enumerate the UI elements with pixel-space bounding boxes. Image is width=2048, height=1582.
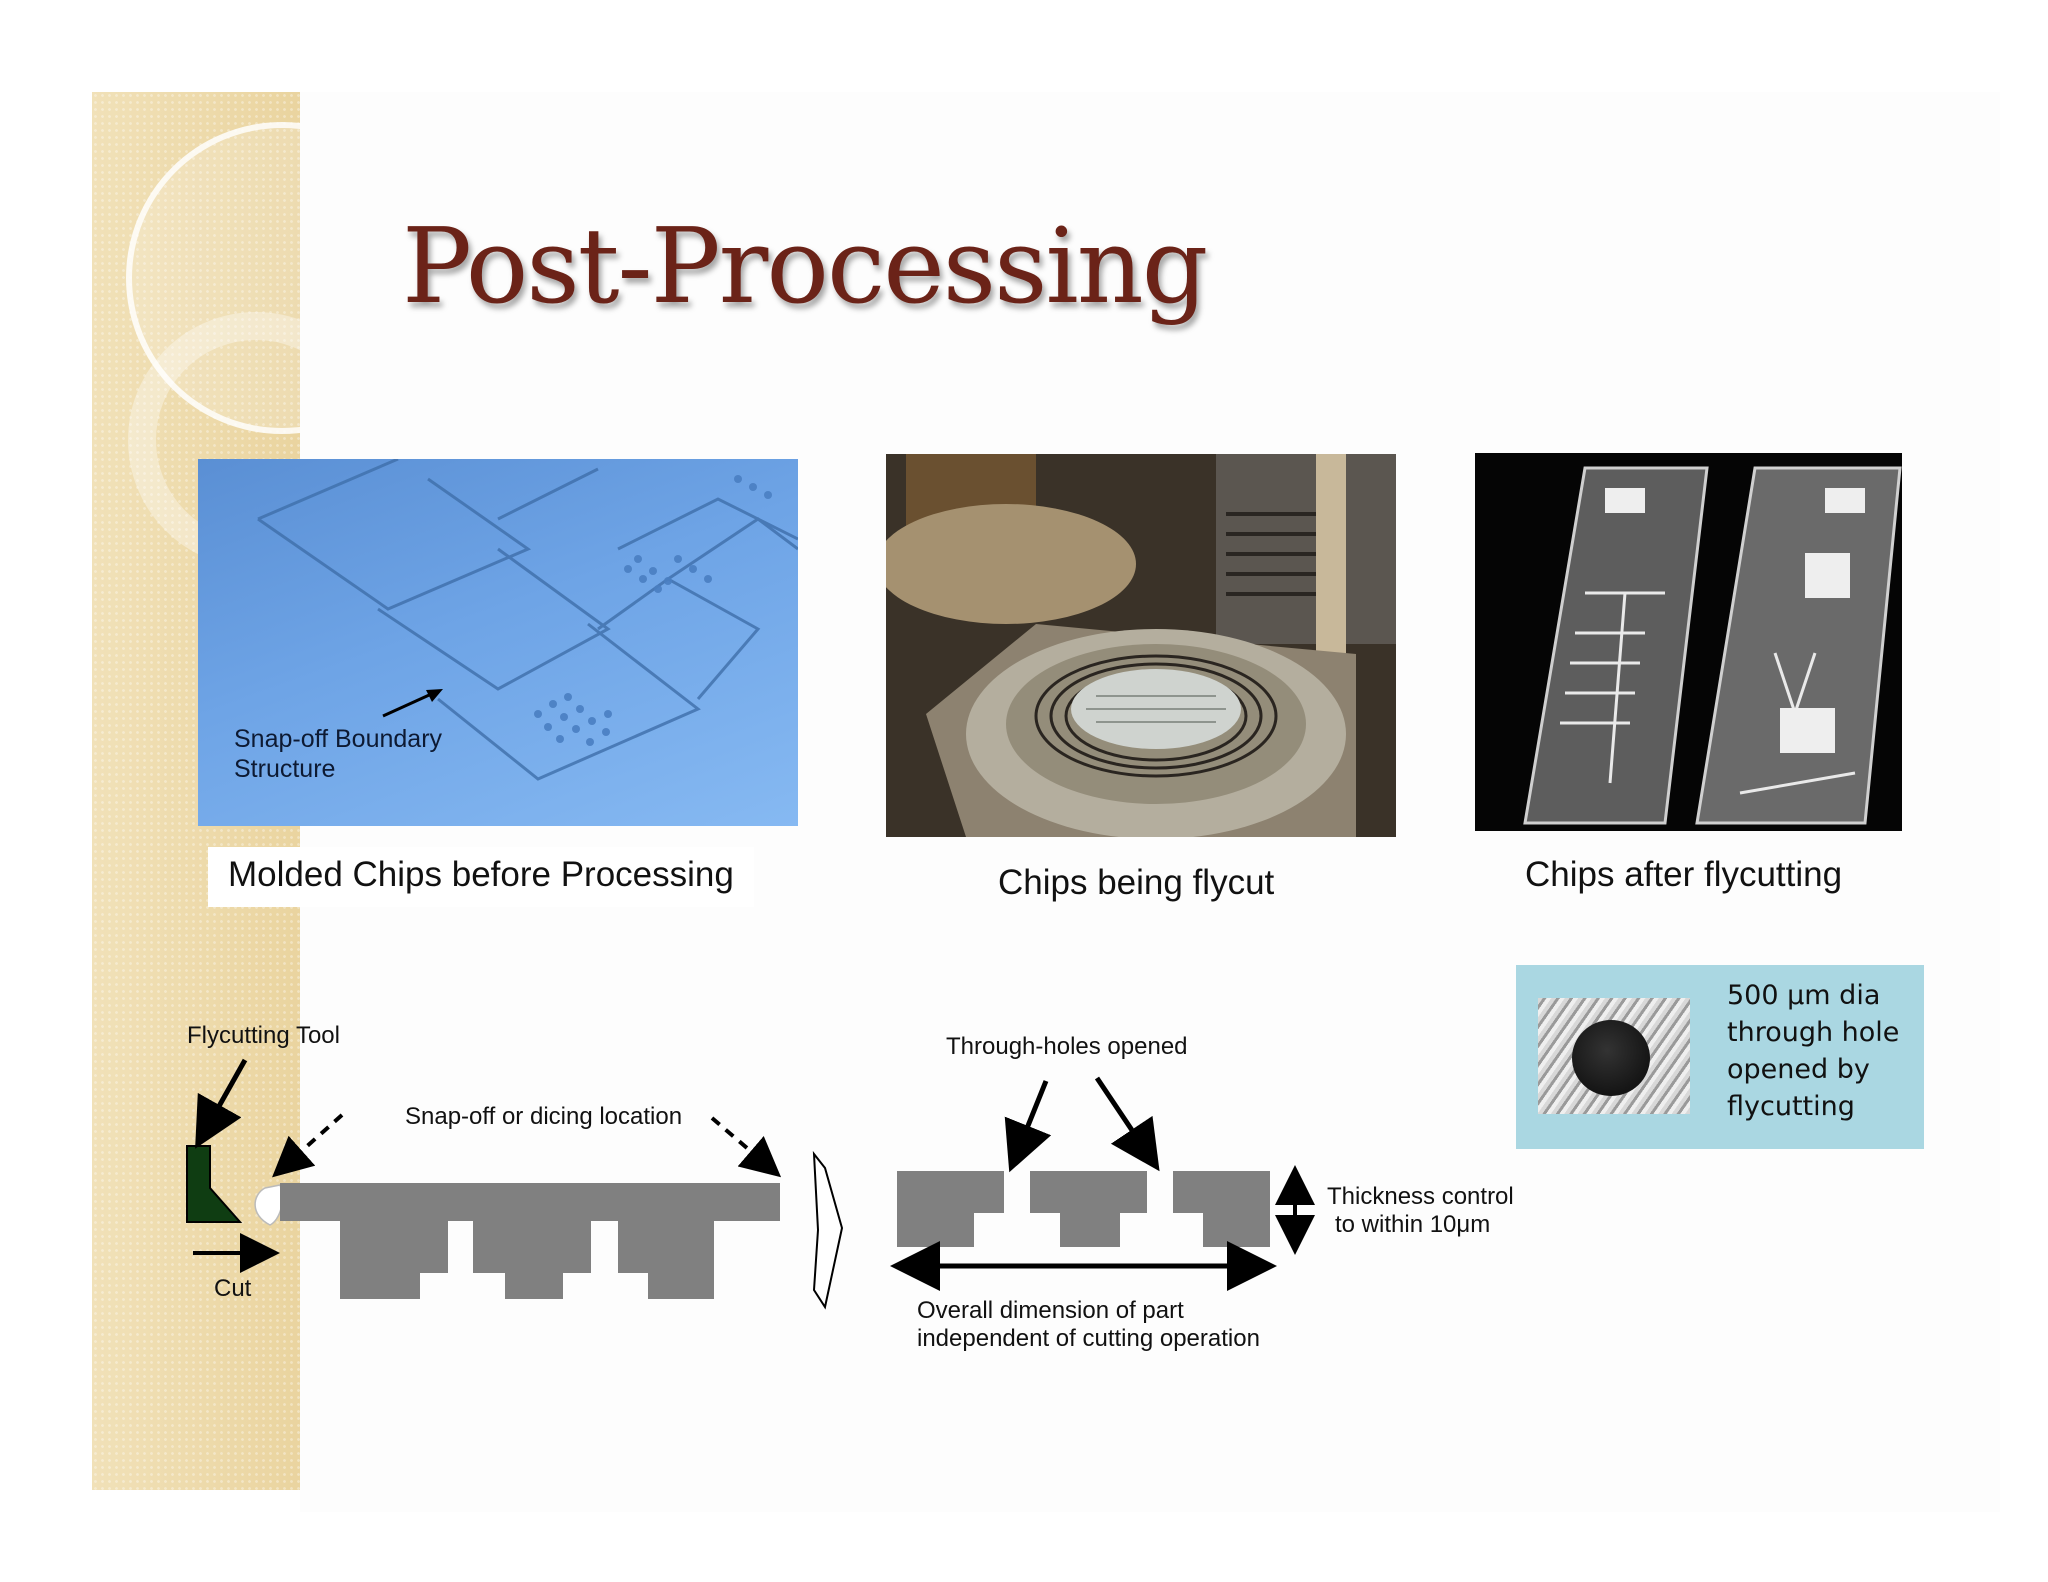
inset-line: flycutting [1727, 1091, 1855, 1122]
part-after-cut [897, 1171, 1270, 1247]
thickness-label-line1: Thickness control [1327, 1183, 1514, 1210]
slide-title: Post-Processing [402, 205, 1208, 327]
process-arrow [812, 1150, 844, 1310]
flycut-caption: Chips being flycut [998, 863, 1275, 902]
molded-chips-illustration [257, 459, 798, 781]
through-holes-label: Through-holes opened [946, 1033, 1188, 1060]
dimension-label: Overall dimension of part independent of… [917, 1297, 1260, 1353]
thickness-label: Thickness control to within 10μm [1327, 1183, 1514, 1239]
snap-arrow-left [272, 1113, 344, 1178]
cut-label: Cut [214, 1275, 252, 1302]
inset-line: opened by [1727, 1054, 1870, 1085]
inset-line: through hole [1727, 1017, 1900, 1048]
molded-chips-caption: Molded Chips before Processing [208, 847, 754, 907]
chips-after-photo [1475, 453, 1902, 831]
snap-off-label-line1: Snap-off Boundary [234, 725, 443, 753]
snap-arrow-right [710, 1116, 782, 1178]
part-before-cut [280, 1183, 780, 1299]
dimension-label-line2: independent of cutting operation [917, 1325, 1260, 1352]
tool-arrow [195, 1058, 248, 1149]
flycutting-machine-illustration [886, 454, 1396, 837]
through-hole [1572, 1020, 1650, 1096]
molded-chips-photo: Snap-off Boundary Structure [198, 459, 798, 826]
snap-off-label-line2: Structure [234, 755, 336, 783]
flycutting-machine-photo [886, 454, 1396, 837]
snap-off-location-label: Snap-off or dicing location [405, 1103, 683, 1130]
snap-off-label: Snap-off Boundary Structure [234, 724, 442, 784]
flycutting-tool-label: Flycutting Tool [187, 1022, 340, 1049]
hole-arrow-right [1094, 1076, 1160, 1172]
flycutting-tool-shape [186, 1145, 243, 1223]
through-hole-inset: 500 μm dia through hole opened by flycut… [1516, 965, 1924, 1149]
dimension-label-line1: Overall dimension of part [917, 1297, 1184, 1324]
hole-arrow-left [1004, 1080, 1052, 1173]
after-flycut-caption: Chips after flycutting [1525, 855, 1843, 894]
inset-text: 500 μm dia through hole opened by flycut… [1727, 977, 1917, 1125]
through-hole-photo [1538, 998, 1690, 1114]
inset-line: 500 μm dia [1727, 980, 1881, 1011]
chips-after-illustration [1523, 466, 1902, 825]
thickness-label-line2: to within 10μm [1335, 1211, 1491, 1238]
chip-debris [254, 1184, 284, 1226]
